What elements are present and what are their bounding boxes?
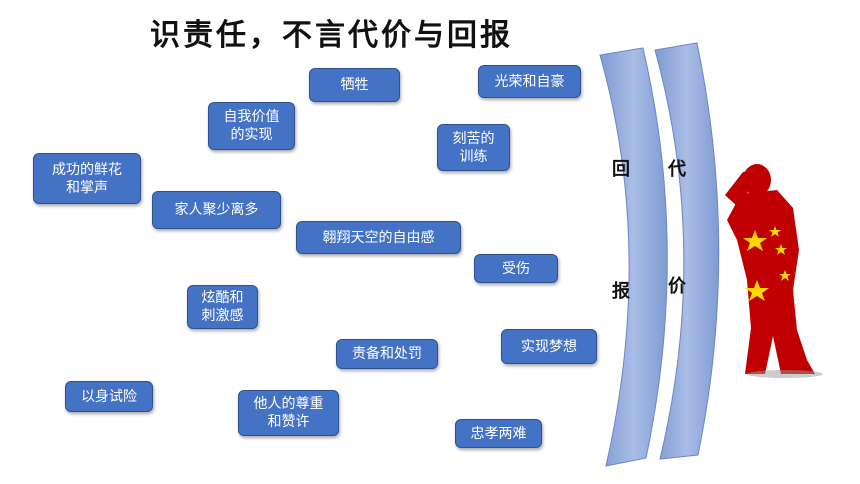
page-title: 识责任，不言代价与回报 — [150, 18, 513, 53]
box-label: 忠孝两难 — [470, 425, 527, 442]
box-label: 自我价值 的实现 — [223, 109, 280, 143]
band-reward-char-2: 报 — [612, 281, 630, 302]
box-thrill: 炫酷和 刺激感 — [187, 285, 258, 329]
box-family: 家人聚少离多 — [152, 191, 281, 229]
box-label: 以身试险 — [81, 388, 137, 405]
box-label: 翱翔天空的自由感 — [322, 229, 435, 246]
band-reward-char-1: 回 — [612, 159, 630, 180]
box-label: 牺牲 — [340, 77, 369, 93]
box-glory: 光荣和自豪 — [478, 65, 581, 98]
band-reward — [599, 47, 668, 467]
box-loyalty: 忠孝两难 — [455, 419, 542, 448]
box-label: 成功的鲜花 和掌声 — [52, 161, 122, 196]
band-price-char-2: 价 — [668, 276, 686, 297]
box-self-value: 自我价值 的实现 — [208, 102, 295, 150]
saluting-soldier-image — [725, 164, 823, 378]
box-dream: 实现梦想 — [501, 329, 597, 364]
box-label: 炫酷和 刺激感 — [201, 290, 244, 324]
box-label: 光荣和自豪 — [494, 73, 565, 90]
box-blame: 责备和处罚 — [336, 339, 438, 369]
box-soaring: 翱翔天空的自由感 — [296, 221, 461, 254]
box-injury: 受伤 — [474, 254, 558, 283]
box-respect: 他人的尊重 和赞许 — [238, 390, 339, 436]
box-label: 家人聚少离多 — [174, 202, 259, 218]
box-label: 实现梦想 — [521, 338, 577, 355]
box-label: 他人的尊重 和赞许 — [253, 396, 324, 430]
box-hard-training: 刻苦的 训练 — [437, 124, 510, 171]
box-label: 责备和处罚 — [352, 346, 422, 362]
box-risk: 以身试险 — [65, 381, 153, 412]
band-price-char-1: 代 — [668, 159, 686, 180]
box-label: 受伤 — [502, 260, 530, 277]
box-label: 刻苦的 训练 — [452, 130, 495, 165]
box-flowers: 成功的鲜花 和掌声 — [33, 153, 141, 204]
box-sacrifice: 牺牲 — [309, 68, 400, 102]
band-price — [654, 42, 720, 460]
